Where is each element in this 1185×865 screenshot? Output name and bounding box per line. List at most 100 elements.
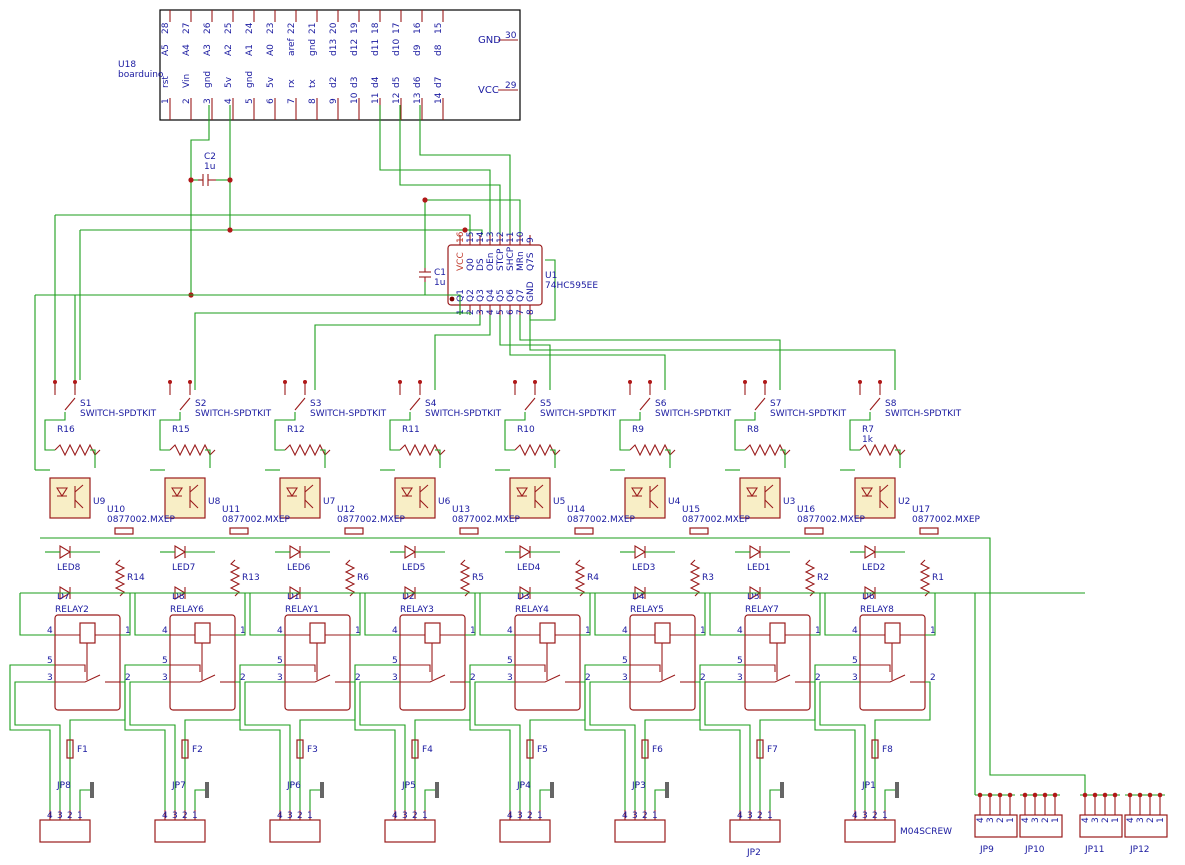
mcu-top-pin-name: d8 [434, 44, 444, 56]
relay-pin-1: 1 [930, 626, 936, 636]
terminal-pin: 4 [507, 811, 513, 821]
optocoupler-body [624, 477, 666, 519]
fuse-part-value: 0877002.MXEP [912, 515, 981, 525]
fuse-part-value: 0877002.MXEP [452, 515, 521, 525]
mcu-bottom-pin-number: 6 [266, 98, 276, 104]
optocoupler-ref: U7 [323, 497, 335, 507]
sr-bottom-pin-number: 1 [456, 309, 466, 315]
sr-top-pin-number: 16 [456, 231, 466, 243]
terminal-ref: JP1 [861, 781, 876, 791]
mcu-bottom-pin-name: 5v [266, 76, 276, 88]
header-pin: 4 [1081, 817, 1091, 823]
optocoupler-ref: U5 [553, 497, 565, 507]
sr-top-pin-number: 12 [496, 232, 506, 243]
mcu-bottom-pin-name: d4 [371, 76, 381, 88]
optocoupler-body [509, 477, 551, 519]
relay-pin-1: 1 [125, 626, 131, 636]
terminal-pin: 1 [767, 811, 773, 821]
terminal-ref: JP2 [746, 848, 761, 858]
relay-pin-3: 3 [852, 673, 858, 683]
fuse-part-ref: U17 [912, 505, 930, 515]
relay-pin-4: 4 [507, 626, 513, 636]
relay-pin-2: 2 [700, 673, 706, 683]
sr-bottom-pin-number: 4 [486, 309, 496, 315]
terminal-block [499, 819, 551, 843]
relay-pin-5: 5 [392, 656, 398, 666]
mcu-bottom-pin-number: 12 [392, 93, 402, 104]
led-ref: LED6 [287, 563, 311, 573]
terminal-ref: JP7 [171, 781, 186, 791]
relay-ref: RELAY5 [630, 605, 664, 615]
switch-value: SWITCH-SPDTKIT [80, 409, 157, 419]
fuse-ref: F1 [77, 745, 88, 755]
mcu-top-pin-name: d10 [392, 39, 402, 56]
input-resistor-ref: R7 [862, 425, 874, 435]
fuse-ref: F4 [422, 745, 433, 755]
header-pin: 1 [1051, 817, 1061, 823]
led-resistor-ref: R13 [242, 573, 260, 583]
diode-ref: D1 [287, 592, 300, 602]
relay-ref: RELAY7 [745, 605, 779, 615]
terminal-pin: 3 [57, 811, 63, 821]
sr-bottom-pin-number: 7 [516, 309, 526, 315]
sr-bottom-pin-name: Q7 [516, 289, 526, 302]
terminal-pin: 3 [287, 811, 293, 821]
switch-ref: S3 [310, 399, 321, 409]
relay-ref: RELAY8 [860, 605, 894, 615]
switch-ref: S5 [540, 399, 551, 409]
fuse-ref: F7 [767, 745, 778, 755]
mcu-top-pin-number: 21 [308, 23, 318, 34]
relay-pin-2: 2 [355, 673, 361, 683]
mcu-bottom-pin-name: Vin [182, 74, 192, 88]
mcu-top-pin-name: A0 [266, 44, 276, 56]
terminal-ref: JP8 [56, 781, 71, 791]
fuse-part-value: 0877002.MXEP [567, 515, 636, 525]
mcu-bottom-pin-number: 2 [182, 98, 192, 104]
c1-value: 1u [434, 278, 445, 288]
relay-pin-3: 3 [622, 673, 628, 683]
header-ref: JP9 [979, 845, 994, 855]
led-ref: LED3 [632, 563, 655, 573]
terminal-pin: 2 [67, 811, 73, 821]
mcu-top-pin-number: 19 [350, 22, 360, 34]
mcu-bottom-pin-number: 7 [287, 98, 297, 104]
fuse-ref: F6 [652, 745, 663, 755]
input-resistor-ref: R11 [402, 425, 420, 435]
mcu-bottom-pin-name: d7 [434, 77, 444, 88]
optocoupler-ref: U3 [783, 497, 795, 507]
header-pin: 4 [1126, 817, 1136, 823]
terminal-ref: JP5 [401, 781, 416, 791]
mcu-top-pin-number: 16 [413, 22, 423, 34]
terminal-pin: 3 [402, 811, 408, 821]
relay-pin-5: 5 [47, 656, 53, 666]
mcu-top-pin-name: A4 [182, 44, 192, 56]
mcu-bottom-pin-number: 14 [434, 92, 444, 104]
terminal-pin: 3 [517, 811, 523, 821]
terminal-pin: 4 [47, 811, 53, 821]
sr-top-pin-name: VCC [456, 252, 466, 271]
sr-bottom-pin-number: 5 [496, 309, 506, 315]
header-ref: JP12 [1129, 845, 1150, 855]
switch-value: SWITCH-SPDTKIT [310, 409, 387, 419]
relay-pin-5: 5 [277, 656, 283, 666]
terminal-pin: 1 [882, 811, 888, 821]
optocoupler-body [49, 477, 91, 519]
header-pin: 2 [1146, 817, 1156, 823]
terminal-pin: 2 [297, 811, 303, 821]
terminal-pin: 1 [422, 811, 428, 821]
mcu-bottom-pin-name: d3 [350, 77, 360, 88]
fuse-part-ref: U16 [797, 505, 815, 515]
c2-ref: C2 [204, 152, 216, 162]
relay-pin-1: 1 [585, 626, 591, 636]
mcu-top-pin-number: 26 [203, 22, 213, 34]
boarduino-body [159, 9, 521, 121]
